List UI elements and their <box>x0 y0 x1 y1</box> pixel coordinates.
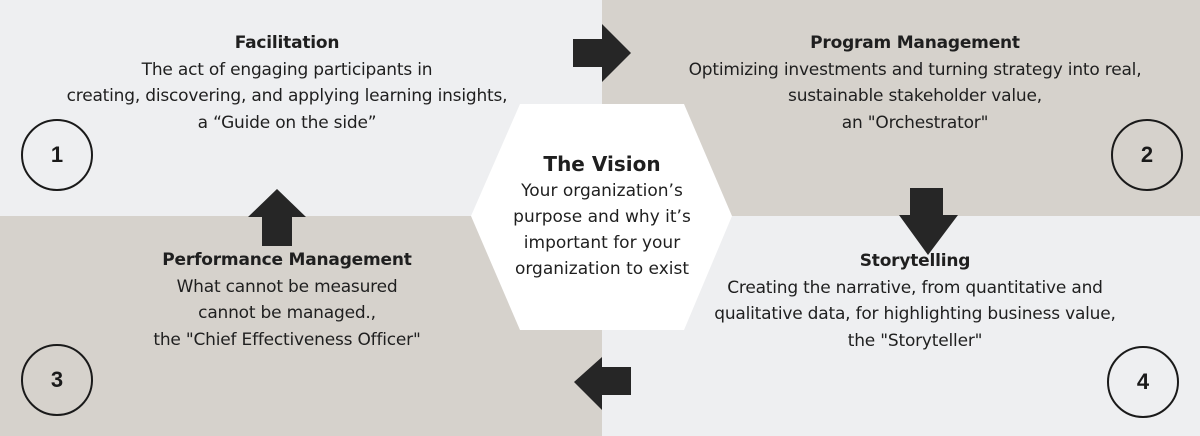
step-description-line: The act of engaging participants in <box>141 59 433 80</box>
step-number-badge-2: 2 <box>1111 119 1183 191</box>
vision-description-line: organization to exist <box>514 259 690 279</box>
step-1-text: Facilitation The act of engaging partici… <box>0 30 574 136</box>
vision-description-line: Your organization’s <box>521 181 683 201</box>
arrow-right-icon <box>573 24 631 82</box>
step-description-line: a “Guide on the side” <box>197 112 377 133</box>
step-description-line: an "Orchestrator" <box>841 112 989 133</box>
arrow-up-icon <box>248 189 306 246</box>
step-3-text: Performance Management What cannot be me… <box>0 247 574 353</box>
step-description-line: qualitative data, for highlighting busin… <box>714 304 1116 324</box>
step-title: Storytelling <box>859 251 971 271</box>
step-number-badge-3: 3 <box>21 344 93 416</box>
vision-description-line: important for your <box>523 233 681 253</box>
arrow-left-icon <box>574 357 631 410</box>
step-title: Program Management <box>810 33 1020 53</box>
step-description-line: the "Storyteller" <box>847 330 983 351</box>
step-2-text: Program Management Optimizing investment… <box>620 30 1200 136</box>
step-4-text: Storytelling Creating the narrative, fro… <box>620 248 1200 354</box>
step-description-line: the "Chief Effectiveness Officer" <box>153 329 421 350</box>
step-number-badge-1: 1 <box>21 119 93 191</box>
arrow-down-icon <box>899 188 958 255</box>
vision-hexagon <box>471 104 732 330</box>
step-description-line: creating, discovering, and applying lear… <box>66 86 508 106</box>
step-title: Facilitation <box>234 33 340 53</box>
step-description-line: Optimizing investments and turning strat… <box>688 59 1142 80</box>
step-number-badge-4: 4 <box>1107 346 1179 418</box>
step-title: Performance Management <box>162 250 412 270</box>
vision-text: The Vision Your organization’s purpose a… <box>505 150 699 282</box>
step-description-line: What cannot be measured <box>176 276 398 297</box>
vision-description-line: purpose and why it’s <box>513 207 691 227</box>
step-description-line: Creating the narrative, from quantitativ… <box>727 277 1103 298</box>
step-description-line: sustainable stakeholder value, <box>788 86 1042 106</box>
vision-title: The Vision <box>543 152 661 176</box>
step-description-line: cannot be managed., <box>198 303 376 323</box>
